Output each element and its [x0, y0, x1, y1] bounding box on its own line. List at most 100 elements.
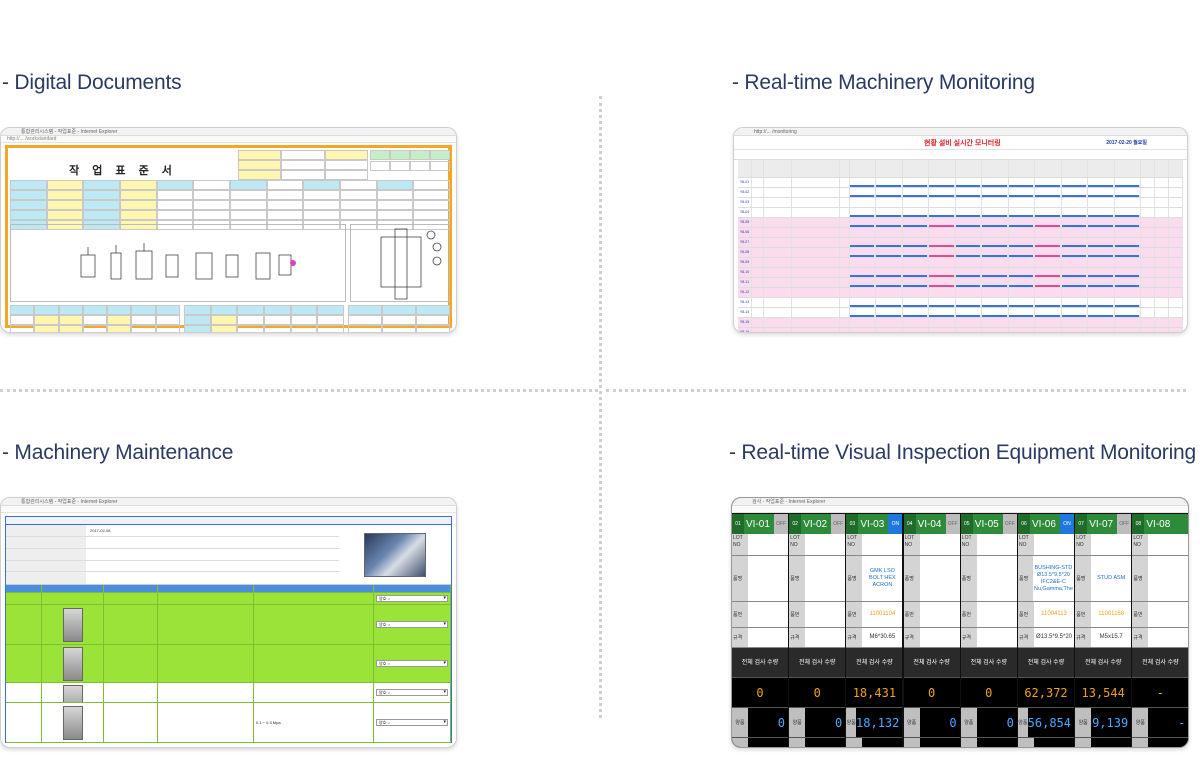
status-bar — [1088, 245, 1114, 247]
spec-value — [976, 628, 1017, 647]
machinery-maintenance-screenshot[interactable]: 통합관리시스템 - 작업표준 - Internet Explorer 2017-… — [0, 497, 457, 748]
monitor-row[interactable]: Y8-01 — [738, 178, 1183, 188]
monitor-cell — [929, 218, 956, 227]
monitor-cell — [955, 188, 983, 197]
monitor-cell — [764, 248, 792, 257]
address-bar[interactable] — [1, 506, 456, 513]
bad-label: 불량 — [1018, 738, 1034, 747]
monitor-row[interactable]: Y8-14 — [738, 308, 1183, 318]
status-bar — [982, 285, 1008, 287]
condition-select[interactable]: 양호 ○ — [376, 595, 448, 602]
condition-select[interactable]: 양호 ○ — [376, 719, 448, 726]
product-row: 품명 — [732, 556, 788, 602]
monitor-cell — [840, 188, 850, 197]
checklist-row: 양호 ○ — [6, 683, 451, 703]
monitor-cell — [1088, 178, 1115, 187]
part-drawings-svg — [80, 243, 296, 280]
condition-select[interactable]: 양호 ○ — [376, 621, 448, 628]
monitor-row[interactable]: Y8-09 — [738, 258, 1183, 268]
monitor-cell — [752, 218, 764, 227]
lot-label-line1: LOT — [961, 535, 972, 541]
product-label: 품명 — [1132, 556, 1149, 601]
status-bar — [1088, 185, 1114, 187]
info-grid: 2017-02-08 — [6, 525, 339, 584]
monitor-row[interactable]: Y8-04 — [738, 208, 1183, 218]
monitor-row-id: Y8-12 — [738, 288, 752, 297]
monitor-row[interactable]: Y8-02 — [738, 188, 1183, 198]
monitor-cell — [1062, 318, 1089, 327]
status-bar — [1088, 305, 1114, 307]
part-value — [1148, 602, 1188, 627]
monitor-cell — [792, 208, 840, 217]
monitor-row[interactable]: Y8-11 — [738, 278, 1183, 288]
maintenance-frame: 2017-02-08 양호 ○양호 ○양호 ○양호 ○0.1 ~ 0.3 Mpa… — [5, 516, 452, 743]
bad-count: 299 — [862, 738, 902, 747]
status-bar — [1088, 275, 1114, 277]
monitor-cell — [752, 288, 764, 297]
checklist-cell — [42, 605, 104, 644]
section-title-digital-documents: - Digital Documents — [2, 71, 182, 94]
monitor-row[interactable]: Y8-06 — [738, 228, 1183, 238]
lot-label-line2: NO — [1076, 542, 1084, 548]
condition-select[interactable]: 양호 ○ — [376, 689, 448, 696]
monitor-row[interactable]: Y8-08 — [738, 248, 1183, 258]
monitor-cell — [850, 258, 877, 267]
lot-label-line2: NO — [904, 542, 913, 548]
status-bar — [876, 285, 902, 287]
spec-label: 규격 — [732, 628, 748, 647]
checklist-cell — [42, 645, 104, 682]
station-status-badge: OFF — [774, 514, 788, 534]
address-bar[interactable]: http://... /workstandard — [1, 136, 456, 143]
monitor-row[interactable]: Y8-05 — [738, 218, 1183, 228]
machinery-monitoring-screenshot[interactable]: http://... /monitoring 현황 설비 실시간 모니터링 20… — [733, 127, 1188, 333]
part-row: 품번 — [732, 602, 788, 628]
monitor-row[interactable]: Y8-03 — [738, 198, 1183, 208]
status-bar — [850, 285, 876, 287]
section-title-machinery-monitoring: - Real-time Machinery Monitoring — [732, 71, 1035, 94]
filter-row[interactable] — [734, 150, 1187, 160]
monitor-cell — [1088, 268, 1115, 277]
status-bar — [1061, 285, 1088, 287]
monitor-cell — [764, 278, 792, 287]
monitor-cell — [850, 278, 877, 287]
monitor-cell — [792, 178, 840, 187]
product-row: 품명 — [789, 556, 846, 602]
monitor-cell — [1141, 258, 1155, 267]
monitor-row[interactable]: Y8-16 — [738, 328, 1183, 332]
digital-documents-screenshot[interactable]: 통합관리시스템 - 작업표준 - Internet Explorer http:… — [0, 127, 457, 333]
monitor-row[interactable]: Y8-12 — [738, 288, 1183, 298]
monitor-cell — [1061, 308, 1089, 317]
monitor-cell — [752, 328, 764, 332]
monitor-row-id: Y8-01 — [738, 178, 752, 187]
monitor-row[interactable]: Y8-07 — [738, 238, 1183, 248]
monitor-cell — [764, 268, 792, 277]
status-bar — [1088, 225, 1114, 227]
monitor-row[interactable]: Y8-15 — [738, 318, 1183, 328]
assembly-drawing — [350, 224, 450, 302]
condition-select[interactable]: 양호 ○ — [376, 660, 448, 667]
monitor-table-header — [738, 160, 1183, 178]
monitor-cell — [982, 178, 1009, 187]
status-bar — [902, 315, 929, 317]
monitor-cell — [1114, 308, 1141, 317]
address-bar[interactable] — [732, 506, 1188, 513]
drawing-area — [10, 224, 346, 302]
monitor-row[interactable]: Y8-13 — [738, 298, 1183, 308]
monitor-cell — [929, 308, 956, 317]
monitor-row[interactable]: Y8-10 — [738, 268, 1183, 278]
monitor-cell — [1114, 188, 1141, 197]
bad-count: 4,405 — [1091, 738, 1131, 747]
